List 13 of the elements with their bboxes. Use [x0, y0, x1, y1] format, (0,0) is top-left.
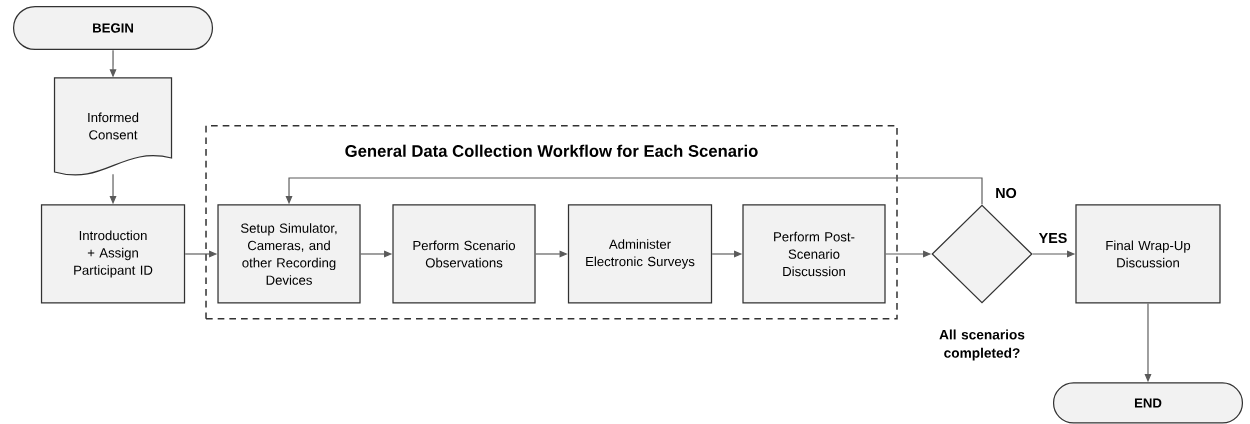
start-terminal: BEGIN — [12, 5, 214, 51]
decision-diamond — [931, 204, 1033, 304]
process-box: Perform Post-Scenario Discussion — [742, 204, 886, 304]
edge-label: NO — [993, 186, 1019, 200]
edge-label: YES — [1037, 231, 1069, 245]
decision-caption: All scenarios completed? — [939, 329, 1025, 361]
process-box: Setup Simulator, Cameras, and other Recording Devices — [217, 204, 361, 304]
process-box: Introduction + Assign Participant ID — [40, 204, 186, 304]
process-box: Administer Electronic Surveys — [567, 204, 713, 304]
process-box: Perform Scenario Observations — [392, 204, 536, 304]
end-terminal: END — [1052, 382, 1244, 424]
process-box: Final Wrap-Up Discussion — [1075, 204, 1221, 304]
arrow — [285, 177, 983, 205]
